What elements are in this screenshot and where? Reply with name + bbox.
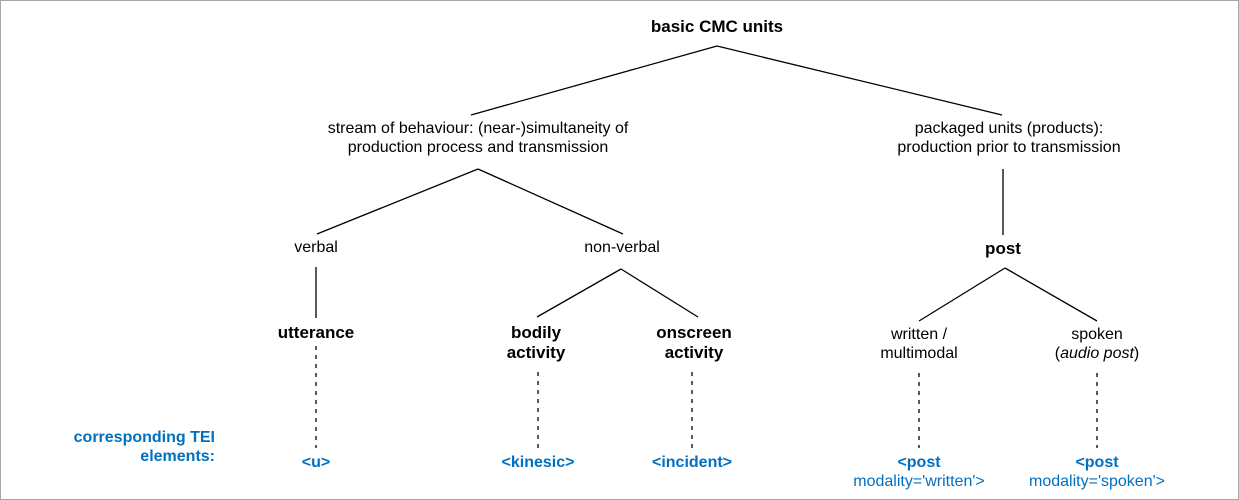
tei-element-kinesic: <kinesic> [501,454,575,471]
edge-post-to-written [918,267,1006,322]
edge-stream-to-nonverbal [477,168,624,235]
node-spoken-audio-post: spoken (audio post) [1055,326,1140,364]
node-post: post [985,239,1021,258]
tei-post-written-attr: modality='written'> [853,473,985,491]
tei-element-u: <u> [301,454,331,471]
node-written-multimodal: written / multimodal [880,326,958,362]
edge-stream-to-verbal [316,168,479,235]
node-bodily-activity: bodily activity [506,323,566,363]
tei-element-post-written: <post modality='written'> [853,453,985,491]
node-spoken-label: spoken [1071,326,1123,343]
edge-post-to-spoken [1004,267,1098,322]
audio-post-close-paren: ) [1133,344,1140,362]
audio-post-open-paren: ( [1054,344,1061,362]
tei-post-spoken-attr: modality='spoken'> [1029,473,1165,491]
node-utterance: utterance [277,323,355,342]
edge-nonverbal-to-onscreen [620,268,699,318]
edge-nonverbal-to-bodily [536,268,622,318]
tei-legend-label: corresponding TEI elements: [73,429,215,466]
edge-root-to-stream [470,45,718,116]
node-verbal: verbal [294,239,338,256]
audio-post-italic: audio post [1060,344,1134,362]
tei-post-spoken-tag: <post [1075,454,1119,471]
node-basic-cmc-units: basic CMC units [650,17,784,36]
node-stream-of-behaviour: stream of behaviour: (near-)simultaneity… [327,120,629,156]
tei-element-post-spoken: <post modality='spoken'> [1029,453,1165,491]
node-onscreen-activity: onscreen activity [656,323,732,363]
edge-root-to-packaged [716,45,1003,116]
node-packaged-units: packaged units (products): production pr… [897,120,1121,156]
tei-post-written-tag: <post [897,454,941,471]
tei-element-incident: <incident> [651,454,733,471]
node-non-verbal: non-verbal [584,239,660,256]
